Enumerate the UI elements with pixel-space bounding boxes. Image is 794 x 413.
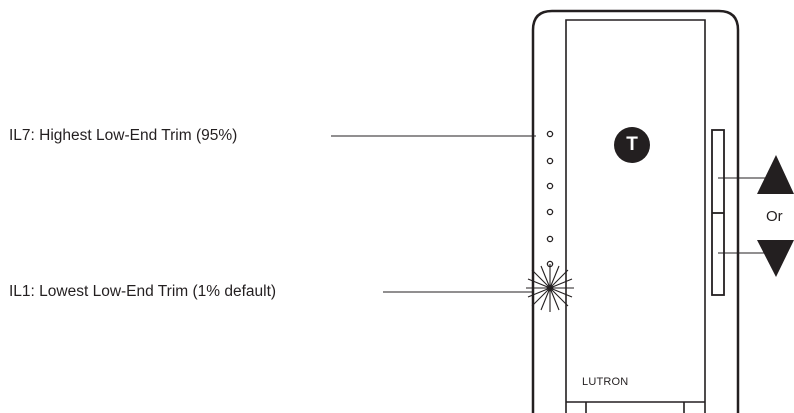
trim-mode-badge (614, 127, 650, 163)
led-il7 (546, 130, 554, 138)
dimmer-faceplate (565, 19, 706, 413)
led-indicator-column (546, 130, 554, 292)
or-text: Or (766, 208, 783, 225)
down-arrow-icon[interactable] (757, 240, 794, 277)
callout-label-highest: IL7: Highest Low-End Trim (95%) (9, 127, 238, 144)
badge-letter: T (626, 134, 638, 155)
led-il4 (546, 208, 554, 216)
led-il6 (546, 157, 554, 165)
flash-burst-icon (526, 264, 574, 312)
callout-label-lowest: IL1: Lowest Low-End Trim (1% default) (9, 283, 277, 300)
dimmer-wallplate (531, 9, 740, 413)
up-arrow-icon[interactable] (757, 155, 794, 194)
led-il3 (546, 235, 554, 243)
brand-logo-text: LUTRON (582, 376, 629, 388)
faceplate-bottom-edge (566, 401, 705, 413)
led-il5 (546, 182, 554, 190)
